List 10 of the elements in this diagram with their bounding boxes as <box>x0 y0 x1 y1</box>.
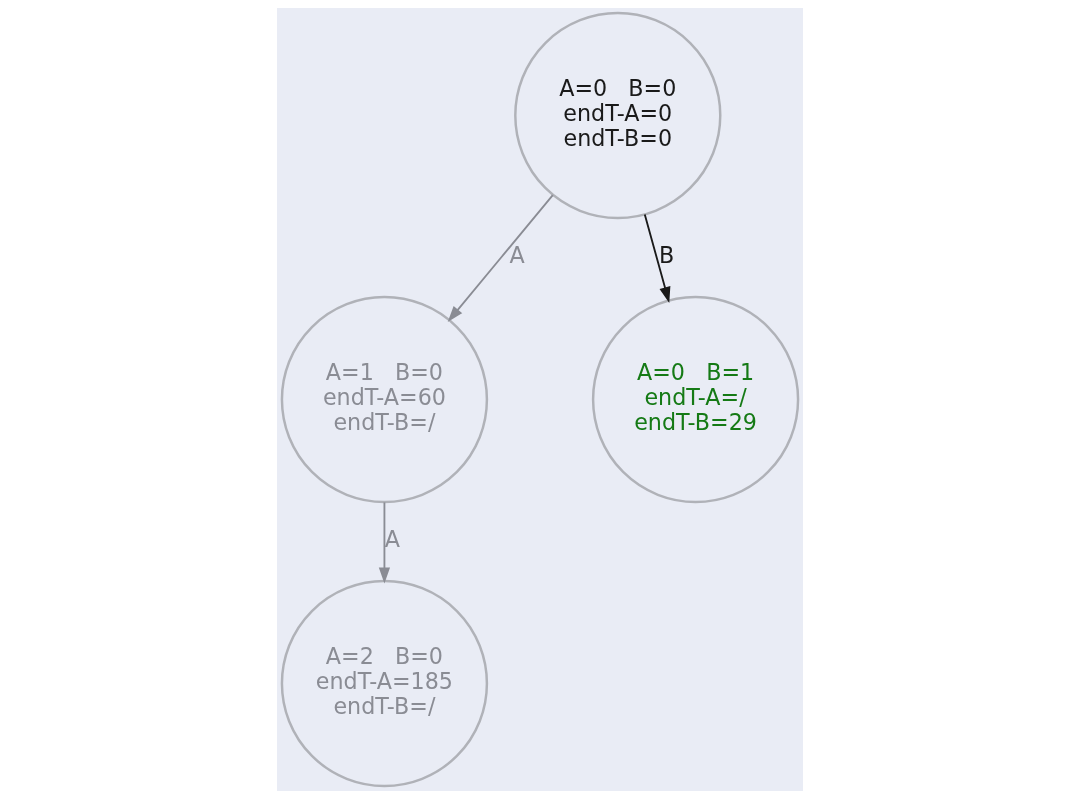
node-circle: A=0 B=1 endT-A=/ endT-B=29 <box>591 295 799 504</box>
arrow <box>378 501 390 584</box>
arrow <box>643 213 670 303</box>
node-circle: A=2 B=0 endT-A=185 endT-B=/ <box>280 579 488 788</box>
edge-label: B <box>658 241 674 268</box>
arrow <box>447 194 554 322</box>
node-circle: A=1 B=0 endT-A=60 endT-B=/ <box>280 295 488 504</box>
node-circle: A=0 B=0 endT-A=0 endT-B=0 <box>513 11 721 220</box>
edge-label: A <box>384 525 400 552</box>
edge-label: A <box>509 241 525 268</box>
